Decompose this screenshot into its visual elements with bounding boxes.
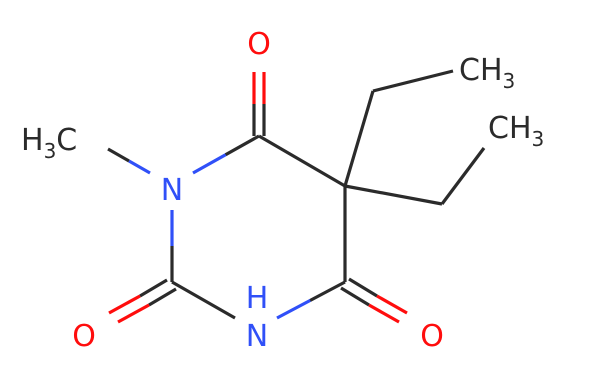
hydrogen-on-nitrogen-label: H (246, 281, 269, 316)
methyl-c-label: C (56, 123, 77, 158)
bond-c4-o-right-a2 (376, 294, 408, 315)
bond-ethyl1-ch3 (372, 69, 454, 93)
bond-c6-n1 (192, 134, 260, 175)
nitrogen-methyl-label: N (161, 173, 183, 208)
bond-n3-c4 (276, 280, 346, 320)
bond-c2-o-left-a2 (108, 294, 141, 315)
ethyl1-subscript: 3 (503, 69, 516, 93)
bond-n1-methyl-c (107, 147, 130, 163)
methyl-label: H3C (21, 123, 77, 163)
ethyl1-ch3-label: CH3 (459, 53, 515, 93)
bond-c5-ethyl2 (344, 184, 443, 206)
bond-n1-methyl-n (128, 159, 151, 175)
methyl-subscript: 3 (44, 139, 57, 163)
bond-c5-ethyl1 (343, 90, 375, 187)
oxygen-left-label: O (72, 319, 96, 354)
ethyl2-ch-label: CH (488, 111, 532, 146)
bond-c2-o-left-a (139, 278, 168, 298)
methyl-h-label: H (21, 123, 44, 158)
bond-c4-o-right-a (348, 277, 378, 298)
bond-c4-o-right-b2 (368, 303, 400, 324)
nitrogen-h-label: N (246, 319, 268, 354)
bond-c2-o-left-b2 (117, 303, 150, 324)
bond-c2-o-left-b (148, 287, 177, 307)
ethyl1-ch-label: CH (459, 53, 503, 88)
bond-ethyl2-ch3 (440, 147, 486, 205)
bond-c2-n3 (171, 280, 236, 320)
bond-c5-c6 (258, 134, 346, 188)
ethyl2-ch3-label: CH3 (488, 111, 544, 151)
oxygen-top-label: O (247, 27, 271, 62)
bond-c4-o-right-b (340, 286, 370, 307)
ethyl2-subscript: 3 (532, 127, 545, 151)
oxygen-right-label: O (420, 319, 444, 354)
